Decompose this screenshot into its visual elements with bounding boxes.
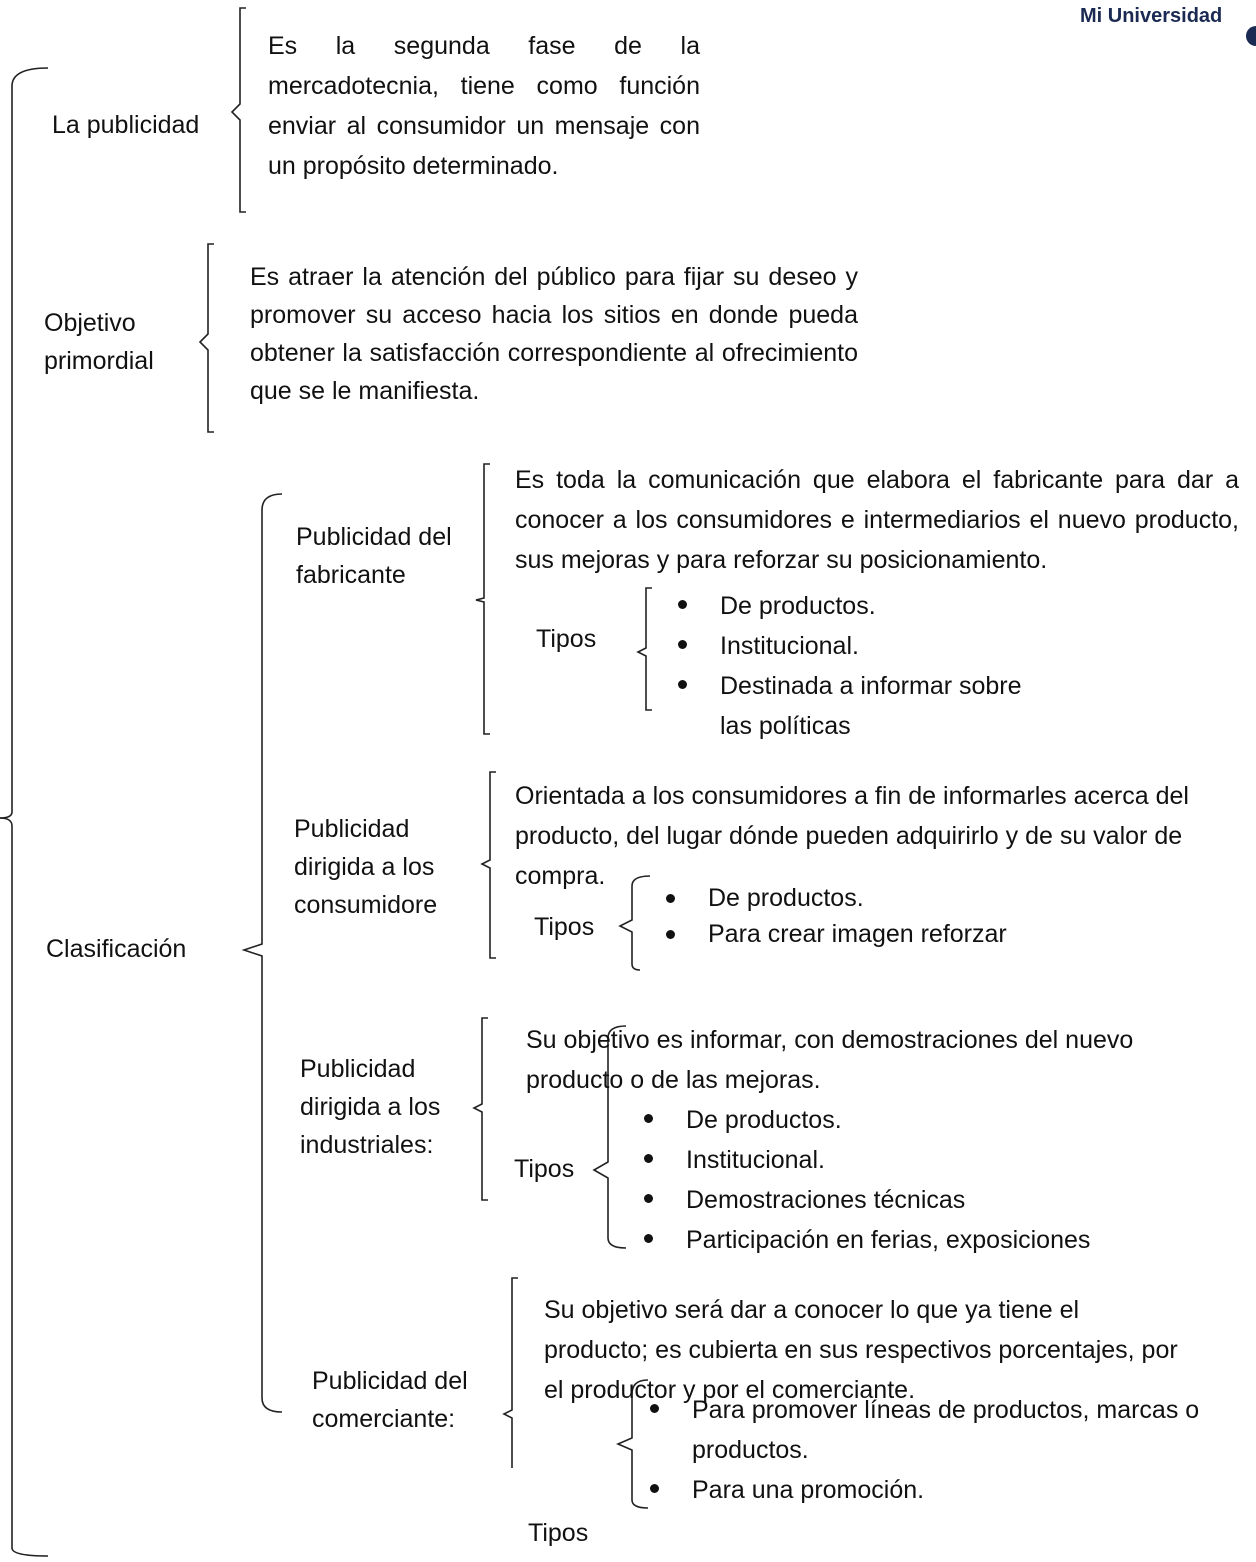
label-line: Publicidad del: [312, 1367, 468, 1395]
bracket-consumidores: [480, 771, 496, 959]
text-la-publicidad: Es la segunda fase de la mercadotecnia, …: [268, 32, 700, 180]
label-line: Objetivo: [44, 309, 136, 337]
text-line: Orientada a los consumidores a fin de in…: [515, 782, 1189, 810]
bracket-main-bottom: [0, 817, 49, 1557]
tipos-list-industriales: De productos. Institucional. Demostracio…: [634, 1100, 1134, 1260]
tipos-label-industriales: Tipos: [514, 1155, 575, 1183]
text-line: Su objetivo será dar a conocer lo que ya…: [544, 1296, 1080, 1324]
text-publicidad-fabricante: Es toda la comunicación que elabora el f…: [515, 466, 1239, 574]
label-publicidad-comerciante: Publicidad del comerciante:: [312, 1362, 468, 1438]
bracket-comerciante: [502, 1277, 518, 1468]
label-line: industriales:: [300, 1131, 434, 1159]
tipos-list-consumidores: De productos. Para crear imagen reforzar: [656, 880, 1076, 952]
text-publicidad-comerciante: Su objetivo será dar a conocer lo que ya…: [544, 1290, 1178, 1410]
bracket-objetivo: [198, 243, 214, 433]
list-item: De productos.: [668, 586, 1060, 626]
text-publicidad-industriales: Su objetivo es informar, con demostracio…: [526, 1020, 1133, 1100]
label-line: Publicidad: [294, 815, 410, 843]
bracket-clasificacion: [241, 493, 283, 1413]
label-la-publicidad: La publicidad: [52, 111, 200, 139]
label-publicidad-consumidores: Publicidad dirigida a los consumidore: [294, 810, 437, 924]
label-line: primordial: [44, 347, 154, 375]
label-line: consumidore: [294, 891, 438, 919]
bracket-industriales-tipos: [592, 1025, 627, 1249]
label-objetivo-primordial: Objetivo primordial: [44, 304, 154, 380]
bracket-publicidad: [230, 7, 246, 213]
list-item: Participación en ferias, exposiciones: [634, 1220, 1134, 1260]
list-item: De productos.: [656, 880, 1076, 916]
list-item: De productos.: [634, 1100, 1134, 1140]
bracket-consumidores-tipos: [618, 875, 651, 971]
label-line: fabricante: [296, 561, 406, 589]
label-line: dirigida a los: [300, 1093, 441, 1121]
text-line: producto, del lugar dónde pueden adquiri…: [515, 822, 1183, 850]
text-publicidad-consumidores: Orientada a los consumidores a fin de in…: [515, 776, 1189, 896]
tipos-label-fabricante: Tipos: [536, 625, 597, 653]
label-line: dirigida a los: [294, 853, 435, 881]
label-publicidad-fabricante: Publicidad del fabricante: [296, 518, 452, 594]
bracket-main-top: [0, 67, 49, 819]
tipos-label-comerciante: Tipos: [528, 1519, 589, 1547]
list-item: Para una promoción.: [640, 1470, 1240, 1510]
bracket-fabricante-tipos: [636, 587, 652, 711]
label-publicidad-industriales: Publicidad dirigida a los industriales:: [300, 1050, 440, 1164]
text-line: Su objetivo es informar, con demostracio…: [526, 1026, 1134, 1054]
label-clasificacion: Clasificación: [46, 935, 187, 963]
label-line: Publicidad del: [296, 523, 452, 551]
list-item: Institucional.: [634, 1140, 1134, 1180]
text-line: producto o de las mejoras.: [526, 1066, 821, 1094]
tipos-list-comerciante: Para promover líneas de productos, marca…: [640, 1390, 1240, 1510]
logo-mark: [1246, 26, 1256, 46]
list-item: Institucional.: [668, 626, 1060, 666]
tipos-list-fabricante: De productos. Institucional. Destinada a…: [668, 586, 1060, 746]
bracket-comerciante-tipos: [615, 1379, 649, 1509]
text-line: el productor y por el comerciante.: [544, 1376, 916, 1404]
logo: Mi Universidad: [1080, 5, 1223, 27]
list-item: Destinada a informar sobre las políticas: [668, 666, 1060, 746]
text-objetivo-primordial: Es atraer la atención del público para f…: [250, 263, 858, 405]
tipos-label-consumidores: Tipos: [534, 913, 595, 941]
text-line: compra.: [515, 862, 606, 890]
label-line: Publicidad: [300, 1055, 416, 1083]
bracket-fabricante: [475, 463, 490, 735]
list-item: Demostraciones técnicas: [634, 1180, 1134, 1220]
label-line: comerciante:: [312, 1405, 456, 1433]
text-line: producto; es cubierta en sus respectivos…: [544, 1336, 1178, 1364]
bracket-industriales: [472, 1017, 488, 1201]
list-item: Para crear imagen reforzar: [656, 916, 1076, 952]
list-item: Para promover líneas de productos, marca…: [640, 1390, 1240, 1470]
